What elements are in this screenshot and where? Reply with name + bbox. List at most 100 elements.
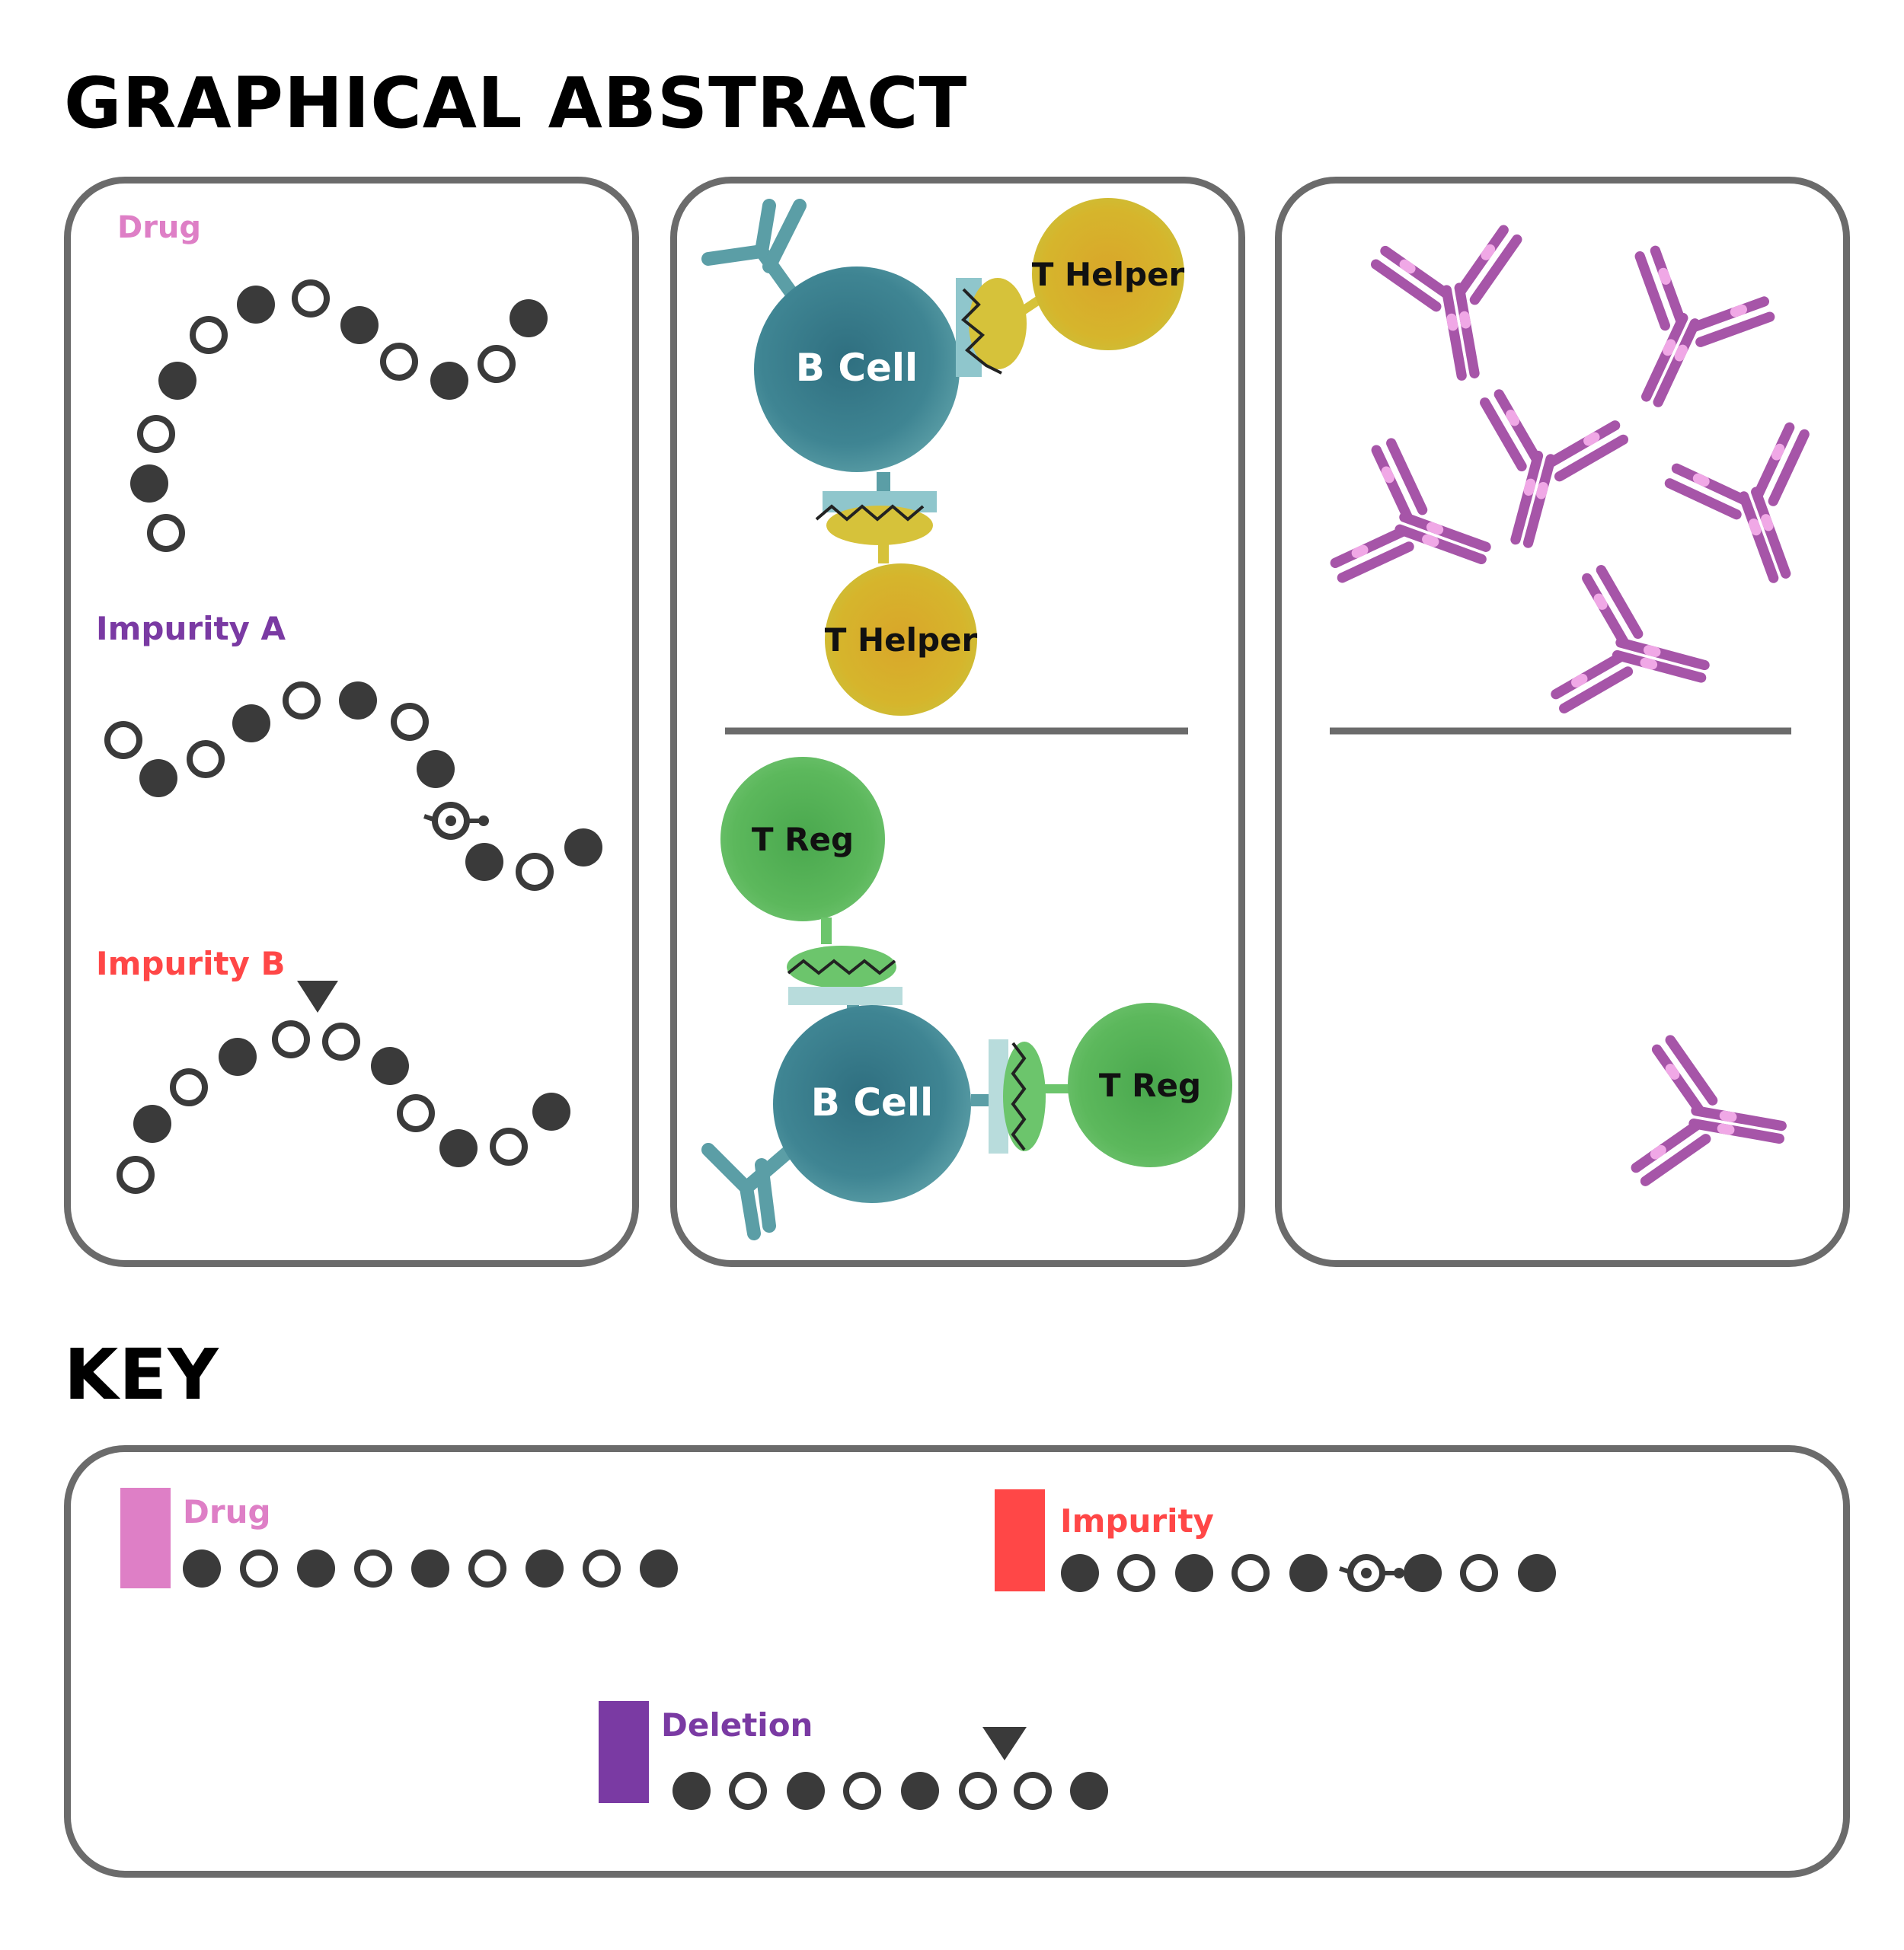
filled-bead [526, 1549, 564, 1588]
mhc-complex-bottom [815, 472, 937, 563]
drug-label: Drug [117, 210, 201, 245]
mhc-complex-treg-right [971, 1039, 1070, 1154]
antibody-icon [1553, 567, 1721, 741]
filled-bead [640, 1549, 678, 1588]
filled-bead [371, 1047, 409, 1085]
open-bead [240, 1549, 278, 1588]
t-reg-label: T Reg [1099, 1067, 1201, 1104]
filled-bead [901, 1772, 939, 1810]
key-deletion-marker-icon [982, 1727, 1027, 1760]
filled-bead [564, 828, 602, 866]
open-bead [137, 415, 175, 453]
t-helper-bottom: T Helper [825, 563, 978, 716]
open-bead [490, 1128, 528, 1166]
antibody-panel [1275, 177, 1850, 1267]
filled-bead [1518, 1554, 1556, 1592]
t-helper-top: T Helper [1032, 198, 1185, 350]
filled-bead [439, 1129, 478, 1167]
t-reg-right: T Reg [1068, 1003, 1232, 1167]
key-impurity-chain [1061, 1554, 1556, 1592]
filled-bead [1404, 1554, 1442, 1592]
modified-bead-icon [1339, 1554, 1404, 1592]
antibody-icon [1452, 391, 1626, 560]
filled-bead [430, 362, 468, 400]
antibody-icon [1634, 1038, 1794, 1202]
open-bead [283, 681, 321, 720]
impurity-a-peptide-chain [104, 681, 602, 891]
filled-bead [411, 1549, 449, 1588]
page-title: GRAPHICAL ABSTRACT [64, 62, 968, 144]
filled-bead [139, 759, 177, 797]
open-bead [959, 1772, 997, 1810]
open-bead [1232, 1554, 1270, 1592]
modified-bead-icon [423, 802, 489, 840]
filled-bead [672, 1772, 711, 1810]
open-bead [354, 1549, 392, 1588]
open-bead [1117, 1554, 1155, 1592]
filled-bead [183, 1549, 221, 1588]
open-bead [190, 316, 228, 354]
drug-color-swatch [120, 1488, 171, 1588]
open-bead [729, 1772, 767, 1810]
antibody-group-high [1331, 228, 1847, 741]
antibody-icon [1666, 423, 1847, 600]
impurity-b-label: Impurity B [96, 945, 286, 982]
deletion-marker-icon [297, 981, 338, 1013]
impurity-b-peptide-chain [117, 1020, 570, 1194]
antibody-icon [1374, 228, 1538, 388]
key-deletion-label: Deletion [661, 1706, 813, 1744]
b-cell-bottom: B Cell [701, 1005, 971, 1240]
impurity-a-label: Impurity A [96, 610, 286, 647]
peptide-panel [64, 177, 639, 1267]
open-bead [272, 1020, 310, 1058]
open-bead [1460, 1554, 1498, 1592]
drug-peptide-chain [130, 279, 548, 552]
open-bead [322, 1023, 360, 1061]
filled-bead [532, 1093, 570, 1131]
mhc-complex-right [956, 278, 1046, 377]
filled-bead [339, 681, 377, 720]
filled-bead [297, 1549, 335, 1588]
filled-bead [1289, 1554, 1327, 1592]
filled-bead [1175, 1554, 1213, 1592]
t-helper-label: T Helper [825, 621, 978, 659]
filled-bead [340, 306, 379, 344]
open-bead [292, 279, 330, 318]
filled-bead [232, 704, 270, 742]
key-drug-label: Drug [183, 1493, 271, 1530]
open-bead [147, 514, 185, 552]
open-bead [380, 343, 418, 381]
open-bead [187, 740, 225, 778]
filled-bead [130, 464, 168, 503]
b-cell-label: B Cell [796, 346, 918, 390]
open-bead [397, 1094, 435, 1132]
filled-bead [787, 1772, 825, 1810]
filled-bead [219, 1038, 257, 1076]
b-cell-label: B Cell [811, 1080, 933, 1125]
impurity-color-swatch [995, 1489, 1045, 1591]
key-panel [64, 1445, 1850, 1878]
open-bead [583, 1549, 621, 1588]
t-helper-label: T Helper [1032, 256, 1185, 293]
t-reg-top: T Reg [720, 757, 885, 921]
key-title: KEY [64, 1334, 219, 1415]
bcr-receptor-icon [701, 1135, 807, 1240]
filled-bead [465, 843, 503, 881]
open-bead [391, 703, 429, 741]
filled-bead [237, 286, 275, 324]
b-cell-top: B Cell [701, 199, 960, 472]
key-impurity-label: Impurity [1060, 1502, 1214, 1540]
open-bead [478, 345, 516, 383]
key-deletion-chain [672, 1772, 1108, 1810]
open-bead [117, 1156, 155, 1194]
key-drug-chain [183, 1549, 678, 1588]
mhc-complex-treg-top [787, 918, 902, 1020]
open-bead [516, 853, 554, 891]
antibody-icon [1331, 439, 1508, 621]
deletion-color-swatch [599, 1701, 649, 1803]
antibody-icon [1587, 246, 1775, 429]
filled-bead [1070, 1772, 1108, 1810]
filled-bead [133, 1105, 171, 1143]
filled-bead [510, 299, 548, 337]
open-bead [104, 721, 142, 759]
